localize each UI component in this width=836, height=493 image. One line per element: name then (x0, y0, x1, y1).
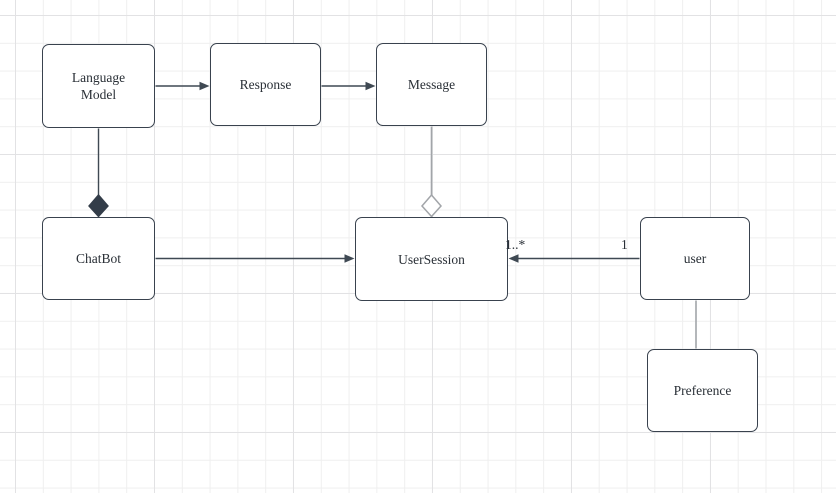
node-message[interactable]: Message (376, 43, 487, 126)
edge-response-message[interactable] (321, 81, 376, 91)
node-user[interactable]: user (640, 217, 750, 300)
composition-diamond (88, 193, 109, 218)
arrowhead (365, 81, 376, 91)
aggregation-diamond (420, 193, 443, 218)
edge-languagemodel-response[interactable] (155, 81, 210, 91)
arrowhead (508, 254, 519, 263)
edge-user-usersession[interactable] (508, 254, 640, 263)
edge-languagemodel-chatbot-composition[interactable] (88, 128, 109, 218)
node-label: Language Model (71, 70, 126, 102)
node-chatbot[interactable]: ChatBot (42, 217, 155, 300)
node-label: ChatBot (75, 251, 121, 266)
node-language-model[interactable]: Language Model (42, 44, 155, 128)
node-label: Preference (673, 383, 732, 398)
multiplicity-label-usersession-end[interactable]: 1..* (505, 237, 526, 252)
node-usersession[interactable]: UserSession (355, 217, 508, 301)
node-label: UserSession (398, 251, 465, 267)
node-label: Message (407, 77, 456, 92)
node-response[interactable]: Response (210, 43, 321, 126)
node-label: user (683, 251, 707, 266)
arrowhead (199, 81, 210, 91)
arrowhead (344, 254, 355, 263)
node-label: Response (239, 77, 292, 92)
edge-message-usersession-aggregation[interactable] (420, 126, 443, 218)
node-preference[interactable]: Preference (647, 349, 758, 432)
edge-chatbot-usersession[interactable] (155, 254, 355, 263)
multiplicity-label-user-end[interactable]: 1 (621, 237, 628, 252)
